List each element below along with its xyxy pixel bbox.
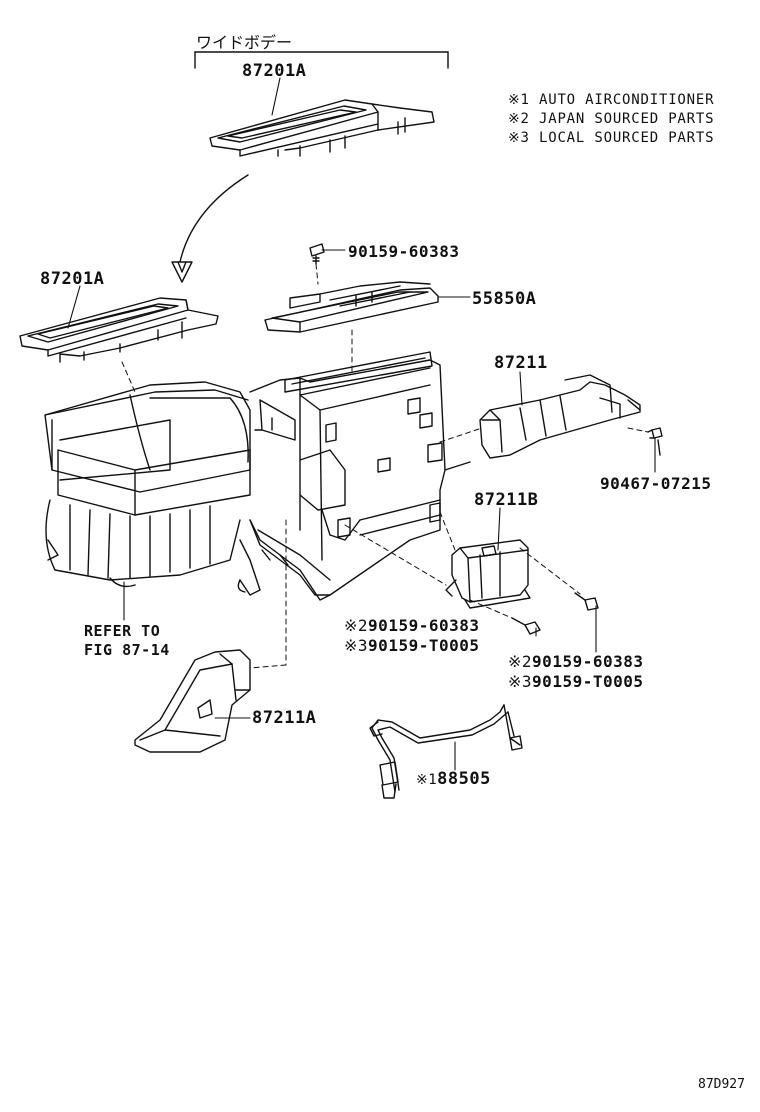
duct-87211A — [134, 649, 251, 753]
note-2: ※2 JAPAN SOURCED PARTS — [508, 111, 714, 127]
note-3: ※3 LOCAL SOURCED PARTS — [508, 130, 714, 146]
part-87211B[interactable]: 87211B — [474, 490, 539, 510]
mid-local-num: 90159-T0005 — [368, 636, 480, 655]
blower-unit — [44, 381, 251, 588]
diagram-id: 87D927 — [698, 1077, 745, 1092]
body-type-label: ワイドボデー — [196, 33, 293, 52]
screw-middle — [511, 617, 541, 635]
part-87201A-top[interactable]: 87201A — [242, 61, 307, 81]
refer-line-2[interactable]: FIG 87-14 — [84, 641, 170, 659]
note-3-mark: ※3 — [508, 130, 530, 146]
part-88505-mark: ※1 — [416, 772, 438, 788]
right-japan-mark: ※2 — [508, 652, 533, 671]
note-1-mark: ※1 — [508, 92, 530, 108]
right-local-num: 90159-T0005 — [532, 672, 644, 691]
note-2-mark: ※2 — [508, 111, 530, 127]
part-88505[interactable]: ※188505 — [416, 769, 491, 789]
mid-sourced-local[interactable]: ※390159-T0005 — [344, 636, 480, 655]
mid-sourced-japan[interactable]: ※290159-60383 — [344, 616, 480, 635]
wide-body-bracket — [194, 51, 449, 69]
note-3-text: LOCAL SOURCED PARTS — [539, 130, 715, 146]
dashed-guides — [121, 263, 649, 669]
note-1: ※1 AUTO AIRCONDITIONER — [508, 92, 714, 108]
cover-55850A — [264, 281, 439, 333]
part-87201A-left[interactable]: 87201A — [40, 269, 105, 289]
part-55850A[interactable]: 55850A — [472, 289, 537, 309]
duct-87211B — [445, 539, 531, 609]
leader-lines — [67, 77, 656, 771]
part-87211[interactable]: 87211 — [494, 353, 548, 373]
duct-87201A-top — [209, 99, 435, 157]
right-sourced-japan[interactable]: ※290159-60383 — [508, 652, 644, 671]
right-local-mark: ※3 — [508, 672, 533, 691]
duct-87211 — [479, 374, 641, 459]
part-87211A[interactable]: 87211A — [252, 708, 317, 728]
part-90159-60383-top[interactable]: 90159-60383 — [348, 242, 460, 261]
curved-arrow — [171, 174, 249, 283]
note-1-text: AUTO AIRCONDITIONER — [539, 92, 715, 108]
part-88505-num: 88505 — [437, 769, 491, 789]
screw-right — [574, 592, 599, 611]
note-2-text: JAPAN SOURCED PARTS — [539, 111, 715, 127]
heater-case — [237, 351, 471, 601]
mid-japan-mark: ※2 — [344, 616, 369, 635]
right-sourced-local[interactable]: ※390159-T0005 — [508, 672, 644, 691]
mid-japan-num: 90159-60383 — [368, 616, 480, 635]
refer-line-1: REFER TO — [84, 622, 161, 640]
duct-87201A-left — [19, 297, 219, 363]
part-90467-07215[interactable]: 90467-07215 — [600, 474, 712, 493]
clip-top — [309, 243, 325, 265]
bolt-90467-07215 — [647, 427, 663, 456]
mid-local-mark: ※3 — [344, 636, 369, 655]
harness-88505 — [369, 704, 523, 799]
right-japan-num: 90159-60383 — [532, 652, 644, 671]
